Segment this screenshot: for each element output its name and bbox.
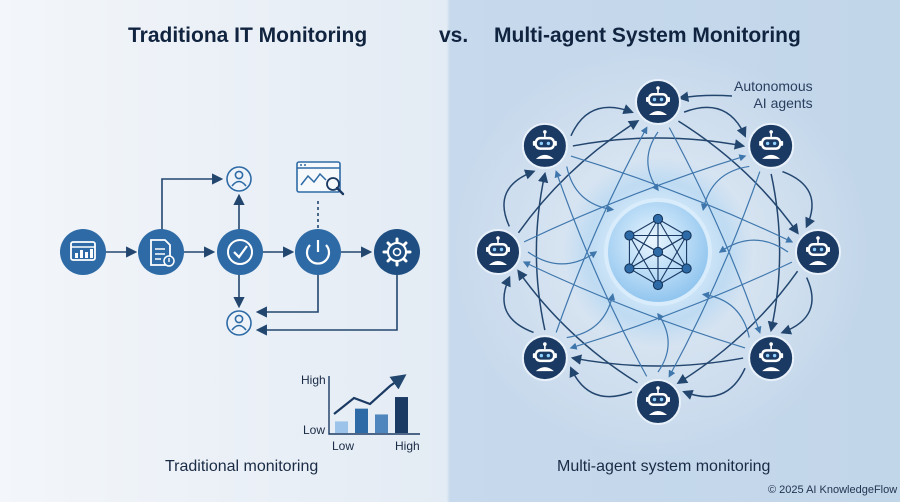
robot-icon (475, 229, 521, 275)
agent-link-cross (554, 170, 648, 377)
left-caption: Traditional monitoring (165, 458, 319, 475)
agent-link-inner (566, 166, 615, 213)
user-icon (226, 166, 252, 192)
agent-link-cross (569, 261, 793, 350)
agent-link-cross (535, 171, 549, 331)
agent-link-inner (527, 251, 598, 265)
copyright: © 2025 AI KnowledgeFlow (768, 484, 898, 496)
annotation-line-1: Autonomous (734, 78, 813, 94)
agent-link-cross (668, 127, 762, 334)
agent-link-inner (647, 131, 659, 192)
agent-link-outer (683, 106, 747, 138)
agent-link-cross (678, 120, 799, 235)
agent-link-inner (701, 291, 750, 338)
annotation-line-2: AI agents (753, 95, 813, 111)
mini-bar-chart (328, 374, 420, 435)
robot-icon (521, 122, 568, 169)
agent-link-outer (501, 275, 534, 334)
chart-x-low-label: Low (332, 439, 355, 453)
analytics-search-icon (296, 161, 345, 196)
agent-link-inner (718, 239, 789, 253)
robot-icon (748, 122, 795, 169)
chart-y-low-label: Low (303, 423, 326, 437)
agent-link-cross (570, 354, 744, 367)
agent-link-inner (566, 292, 616, 339)
flow-node-dashboard (60, 229, 106, 275)
agent-link-inner (657, 312, 669, 373)
flow-node-report-alert (138, 229, 184, 275)
agent-link-outer (570, 104, 634, 137)
neural-network-icon (604, 198, 712, 306)
agent-links (501, 104, 815, 400)
flow-node-gear (374, 229, 420, 275)
flow-node-check (217, 229, 263, 275)
agent-link-cross (676, 270, 799, 384)
flow-node-power (295, 229, 341, 275)
agent-link-inner (700, 165, 750, 212)
mini-chart-bar (355, 408, 368, 433)
right-caption: Multi-agent system monitoring (557, 458, 771, 475)
mini-chart-bar (375, 414, 388, 433)
robot-icon (635, 79, 681, 125)
agent-link-cross (523, 154, 747, 243)
agent-link-cross (522, 261, 746, 349)
agent-link-cross (555, 126, 648, 333)
agent-link-outer (780, 277, 813, 335)
right-title: Multi-agent System Monitoring (494, 24, 801, 47)
robot-icon (521, 335, 568, 382)
robot-icon (748, 335, 795, 382)
chart-y-high-label: High (301, 373, 326, 387)
agent-link-outer (503, 169, 536, 227)
agent-link-cross (517, 269, 638, 384)
agent-link-cross (668, 171, 761, 378)
left-title: Traditiona IT Monitoring (128, 24, 368, 47)
agents-annotation: Autonomous AI agents (734, 78, 813, 112)
agent-link-cross (767, 173, 781, 333)
mini-chart-bar (335, 421, 348, 433)
mini-chart-bar (395, 397, 408, 433)
traditional-flow (106, 173, 398, 336)
robot-icon (635, 379, 681, 425)
versus-label: vs. (439, 24, 469, 47)
agent-link-cross (572, 137, 746, 150)
agent-link-outer (782, 170, 815, 229)
agent-link-outer (682, 367, 746, 400)
agent-link-cross (517, 120, 640, 234)
annotation-arrow (677, 91, 733, 102)
agent-link-outer (569, 366, 633, 398)
agent-network (475, 79, 841, 425)
robot-icon (795, 229, 841, 275)
chart-x-high-label: High (395, 439, 420, 453)
agent-link-cross (570, 155, 794, 243)
user-icon (226, 310, 252, 336)
